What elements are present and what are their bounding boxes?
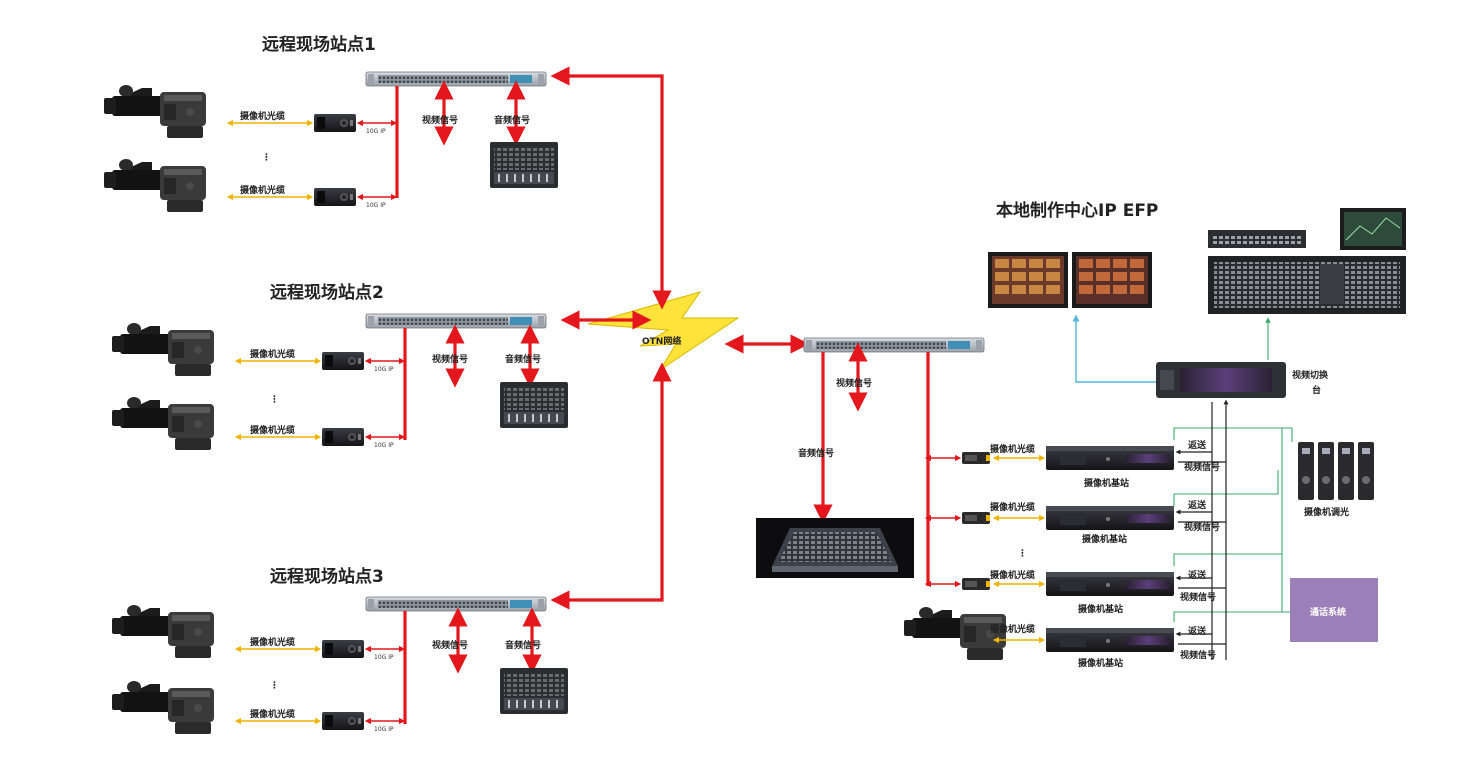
site-1-ellipsis: ⋮ [262, 153, 271, 163]
base-station-row-3 [924, 572, 1226, 596]
site-2-audio-label: 音频信号 [505, 353, 541, 365]
video-switcher-frame [1156, 362, 1286, 398]
bs-4-video-label: 视频信号 [1180, 649, 1216, 661]
site-2-cable-label-b: 摄像机光缆 [250, 424, 295, 436]
bs-1-station-label: 摄像机基站 [1084, 477, 1129, 489]
otn-network-label: OTN网络 [642, 335, 681, 347]
site-1-audio-mixer [490, 142, 558, 188]
multiviewer-monitor-right [1072, 252, 1152, 308]
bs-1-video-label: 视频信号 [1184, 461, 1220, 473]
site-2-camera-a [112, 323, 214, 376]
site-1-link-label-b: 10G IP [366, 202, 386, 209]
site-3-ellipsis: ⋮ [270, 681, 279, 691]
bs-2-video-label: 视频信号 [1184, 521, 1220, 533]
base-station-row-1 [924, 446, 1226, 470]
site-3-cable-label-b: 摄像机光缆 [250, 708, 295, 720]
bs-4-station-label: 摄像机基站 [1078, 657, 1123, 669]
bs-2-station-label: 摄像机基站 [1082, 533, 1127, 545]
local-audio-console [756, 518, 914, 578]
bs-1-return-label: 返送 [1188, 439, 1207, 451]
site-2-link-label-a: 10G IP [374, 366, 394, 373]
site-1-cable-label-a: 摄像机光缆 [240, 110, 285, 122]
bs-3-video-label: 视频信号 [1180, 591, 1216, 603]
site-1-converter-a [314, 114, 356, 132]
site-2-audio-mixer [500, 382, 568, 428]
site-1-camera-a [104, 85, 206, 138]
site-2-ip-switch [365, 313, 547, 329]
site-2-link-label-b: 10G IP [374, 442, 394, 449]
ccu-label: 摄像机调光 [1304, 506, 1349, 518]
site-1-ip-switch [365, 71, 547, 87]
site-3-link-label-a: 10G IP [374, 654, 394, 661]
site-3-camera-a [112, 605, 214, 658]
switcher-label-line-2: 台 [1312, 384, 1321, 396]
bs-2-return-label: 返送 [1188, 499, 1207, 511]
site-3-title: 远程现场站点3 [270, 566, 384, 587]
otn-network-bolt [587, 291, 740, 371]
local-ip-switch [803, 337, 985, 353]
site-1-converter-b [314, 188, 356, 206]
site-3-video-label: 视频信号 [432, 639, 468, 651]
site-1-cable-label-b: 摄像机光缆 [240, 184, 285, 196]
site-1-title: 远程现场站点1 [262, 34, 376, 55]
site-2-title: 远程现场站点2 [270, 282, 384, 303]
site-3-camera-b [112, 681, 214, 734]
bs-ellipsis: ⋮ [1018, 549, 1027, 559]
site-3-ip-switch [365, 596, 547, 612]
site-3-link-label-b: 10G IP [374, 726, 394, 733]
bs-4-cable-label: 摄像机光缆 [990, 623, 1035, 635]
site-1-link-label-a: 10G IP [366, 128, 386, 135]
site-2-cable-label-a: 摄像机光缆 [250, 348, 295, 360]
local-audio-label: 音频信号 [798, 447, 834, 459]
switcher-label-line-1: 视频切换 [1292, 369, 1329, 381]
site-1-video-label: 视频信号 [422, 114, 458, 126]
camera-control-panels [1298, 442, 1374, 500]
switcher-control-panel [1208, 256, 1406, 314]
intercom-label: 通话系统 [1310, 606, 1346, 618]
site-2-converter-b [322, 428, 364, 446]
site-3-cable-label-a: 摄像机光缆 [250, 636, 295, 648]
multiviewer-monitor-left [988, 252, 1068, 308]
bs-3-station-label: 摄像机基站 [1078, 603, 1123, 615]
switcher-display [1340, 208, 1406, 250]
bs-3-cable-label: 摄像机光缆 [990, 569, 1035, 581]
site-1-audio-label: 音频信号 [494, 114, 530, 126]
site-2-ellipsis: ⋮ [270, 395, 279, 405]
site-3-audio-mixer [500, 668, 568, 714]
site-2-video-label: 视频信号 [432, 353, 468, 365]
site-2-camera-b [112, 397, 214, 450]
base-station-row-2 [924, 506, 1226, 530]
bs-1-cable-label: 摄像机光缆 [990, 443, 1035, 455]
site-2-converter-a [322, 352, 364, 370]
base-station-row-4 [904, 607, 1226, 660]
local-video-label: 视频信号 [836, 377, 872, 389]
site-3-audio-label: 音频信号 [505, 639, 541, 651]
local-title: 本地制作中心IP EFP [996, 200, 1158, 221]
site-3-converter-b [322, 712, 364, 730]
bs-4-return-label: 返送 [1188, 625, 1207, 637]
bs-2-cable-label: 摄像机光缆 [990, 501, 1035, 513]
site-3-converter-a [322, 640, 364, 658]
bs-3-return-label: 返送 [1188, 569, 1207, 581]
site-1-camera-b [104, 159, 206, 212]
switcher-panel-small [1208, 230, 1306, 248]
intercom-box [1290, 578, 1378, 642]
